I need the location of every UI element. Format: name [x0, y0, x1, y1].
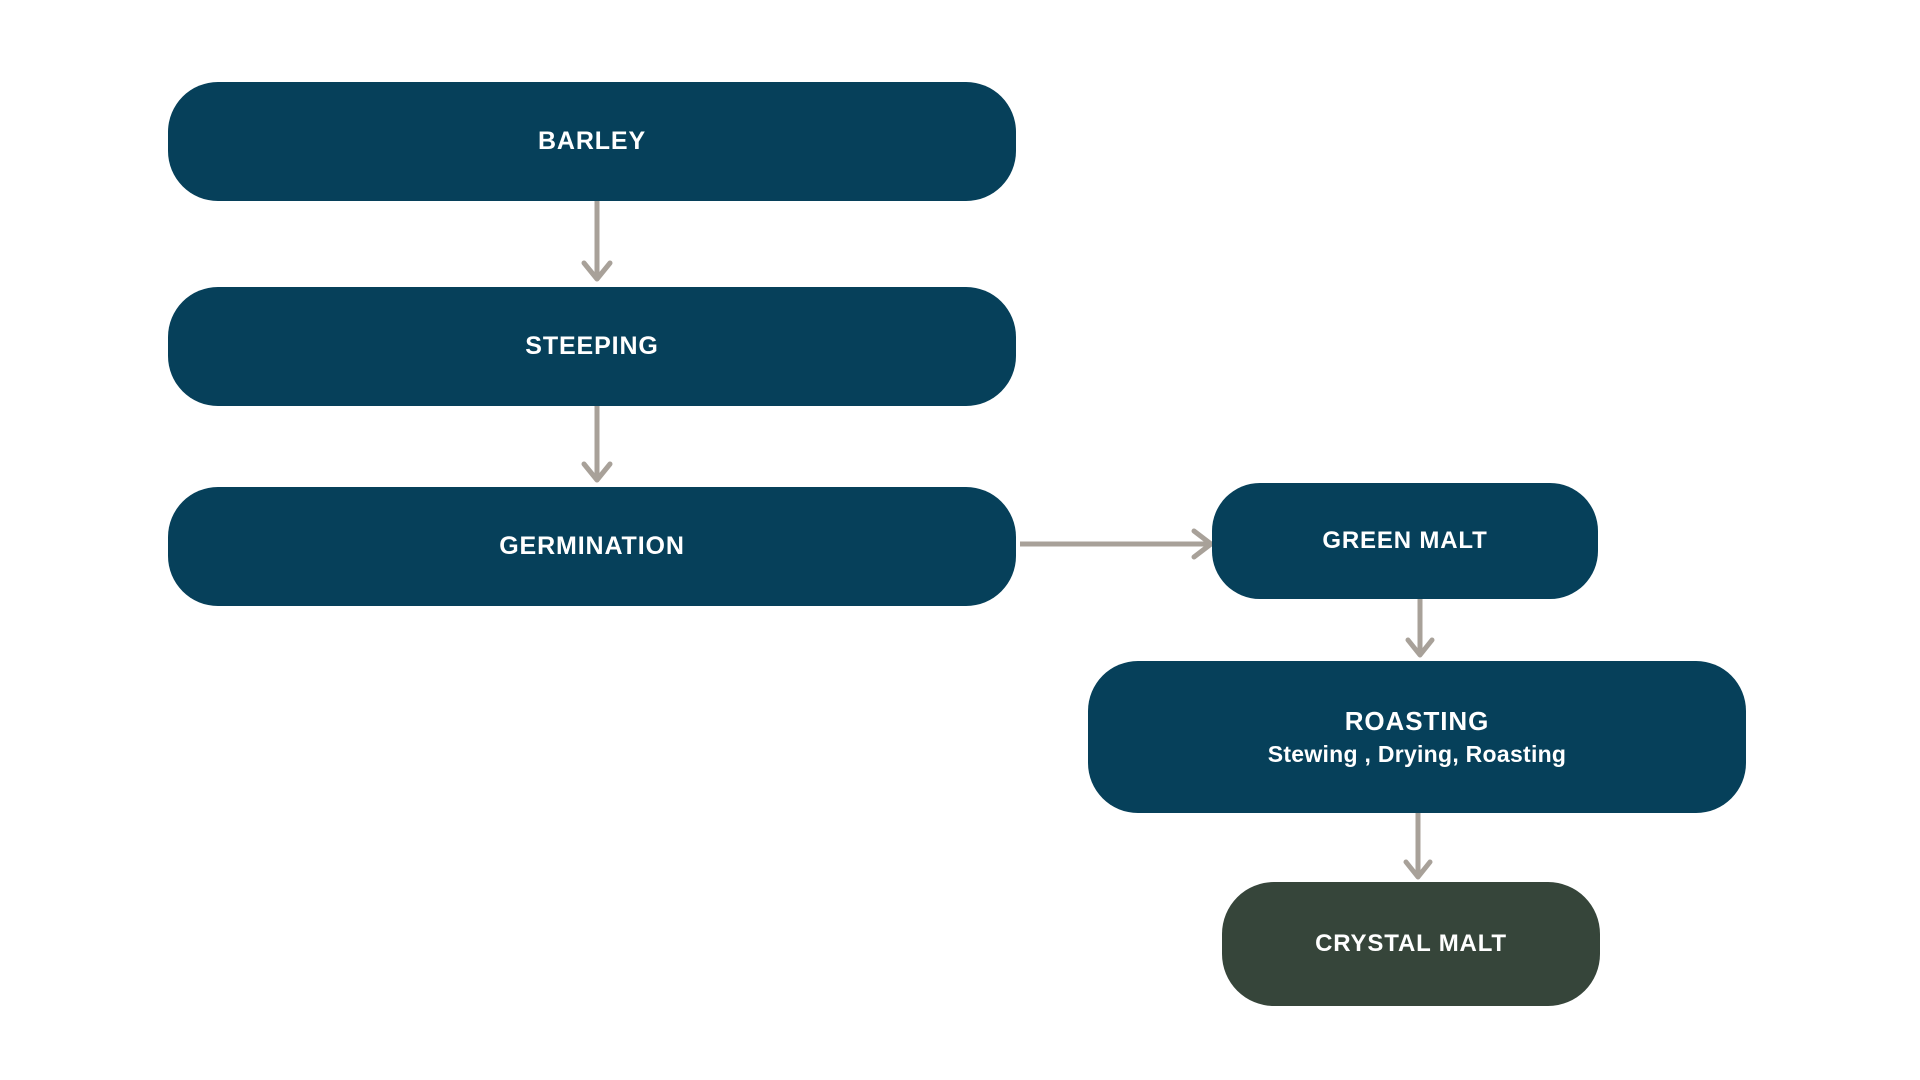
flow-node-barley[interactable]: BARLEY	[168, 82, 1016, 201]
arrow-steeping-to-germination	[581, 406, 613, 483]
flow-node-germination[interactable]: GERMINATION	[168, 487, 1016, 606]
flow-node-roasting-sublabel: Stewing , Drying, Roasting	[1267, 741, 1567, 768]
arrow-roasting-to-crystal-malt	[1403, 813, 1433, 880]
flow-node-crystal-malt-label: CRYSTAL MALT	[1315, 929, 1507, 957]
flow-node-roasting-label: ROASTING	[1344, 705, 1490, 736]
flow-node-germination-label: GERMINATION	[499, 531, 685, 560]
flow-node-crystal-malt[interactable]: CRYSTAL MALT	[1222, 882, 1600, 1006]
arrow-germination-to-green-malt	[1020, 528, 1214, 560]
arrow-green-malt-to-roasting	[1405, 599, 1435, 658]
flow-node-green-malt[interactable]: GREEN MALT	[1212, 483, 1598, 599]
flow-node-steeping-label: STEEPING	[525, 331, 659, 360]
flow-node-green-malt-label: GREEN MALT	[1322, 526, 1488, 554]
flow-node-roasting[interactable]: ROASTING Stewing , Drying, Roasting	[1088, 661, 1746, 813]
flow-node-barley-label: BARLEY	[537, 126, 647, 155]
flow-node-steeping[interactable]: STEEPING	[168, 287, 1016, 406]
arrow-barley-to-steeping	[581, 201, 613, 282]
